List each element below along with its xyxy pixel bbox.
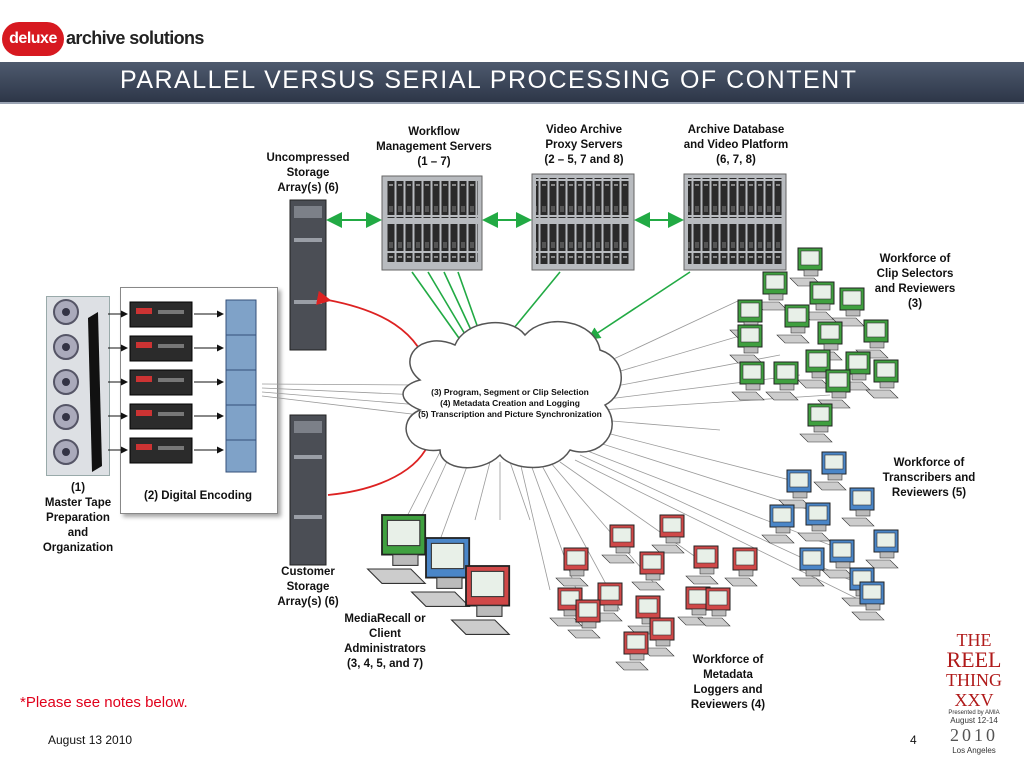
notes-reference: *Please see notes below. [20, 694, 188, 711]
title-bar [0, 62, 1024, 104]
customer-storage-tower [289, 414, 327, 566]
workstation [615, 631, 649, 671]
workstation [697, 587, 731, 627]
workstation [865, 529, 899, 569]
fan-lines [399, 299, 861, 611]
workstation [837, 351, 871, 391]
workstation [555, 547, 589, 587]
workstation [791, 547, 825, 587]
clip-selector-workstations [729, 247, 899, 443]
encoder-cloud-lines [261, 383, 421, 416]
page-number: 4 [910, 733, 917, 747]
reel-thing-logo: THE REEL THING XXV Presented by AMIA Aug… [946, 630, 1002, 755]
workstation [765, 361, 799, 401]
tape-reels [53, 299, 102, 472]
footer-date: August 13 2010 [48, 733, 133, 747]
company-logo: deluxe archive solutions [0, 8, 210, 60]
workstation [567, 599, 601, 639]
workstation [801, 281, 835, 321]
slide-title: PARALLEL VERSUS SERIAL PROCESSING OF CON… [120, 66, 858, 94]
workstation [821, 539, 855, 579]
processing-cloud [402, 321, 622, 469]
workstation [817, 369, 851, 409]
workstation [685, 545, 719, 585]
workstation [641, 617, 675, 657]
proxy-server-rack [531, 173, 635, 271]
database-server-rack [683, 173, 787, 271]
workstation [813, 451, 847, 491]
red-arc-lower [327, 439, 431, 496]
workstation [731, 361, 765, 401]
digital-encoding-label: (2) Digital Encoding [144, 490, 252, 502]
encoder-decks [129, 301, 193, 464]
cloud-caption: (3) Program, Segment or Clip Selection(4… [418, 387, 602, 419]
logo-text: archive solutions [66, 28, 204, 48]
workstation [797, 349, 831, 389]
logo-badge: deluxe [2, 22, 64, 56]
workstation [841, 487, 875, 527]
workstation [851, 581, 885, 621]
workstation [865, 359, 899, 399]
uncompressed-storage-tower [289, 199, 327, 351]
workstation [799, 403, 833, 443]
workstation [778, 469, 812, 509]
workstation [651, 514, 685, 554]
transcriber-workstations [761, 451, 899, 621]
workflow-server-rack [381, 175, 483, 271]
workstation [776, 304, 810, 344]
workstation [450, 565, 511, 635]
workstation [729, 324, 763, 364]
workstation [631, 551, 665, 591]
workstation [627, 595, 661, 635]
logger-workstations [549, 514, 758, 671]
workstation [366, 514, 427, 584]
workstation [410, 537, 471, 607]
encoder-arrows [108, 310, 224, 454]
workstation [855, 319, 889, 359]
workstation [754, 271, 788, 311]
workstation [761, 504, 795, 544]
encoder-storage-stack [225, 299, 257, 473]
workstation [797, 502, 831, 542]
workstation [789, 247, 823, 287]
workstation [601, 524, 635, 564]
admin-workstations [366, 514, 511, 635]
workstation [724, 547, 758, 587]
